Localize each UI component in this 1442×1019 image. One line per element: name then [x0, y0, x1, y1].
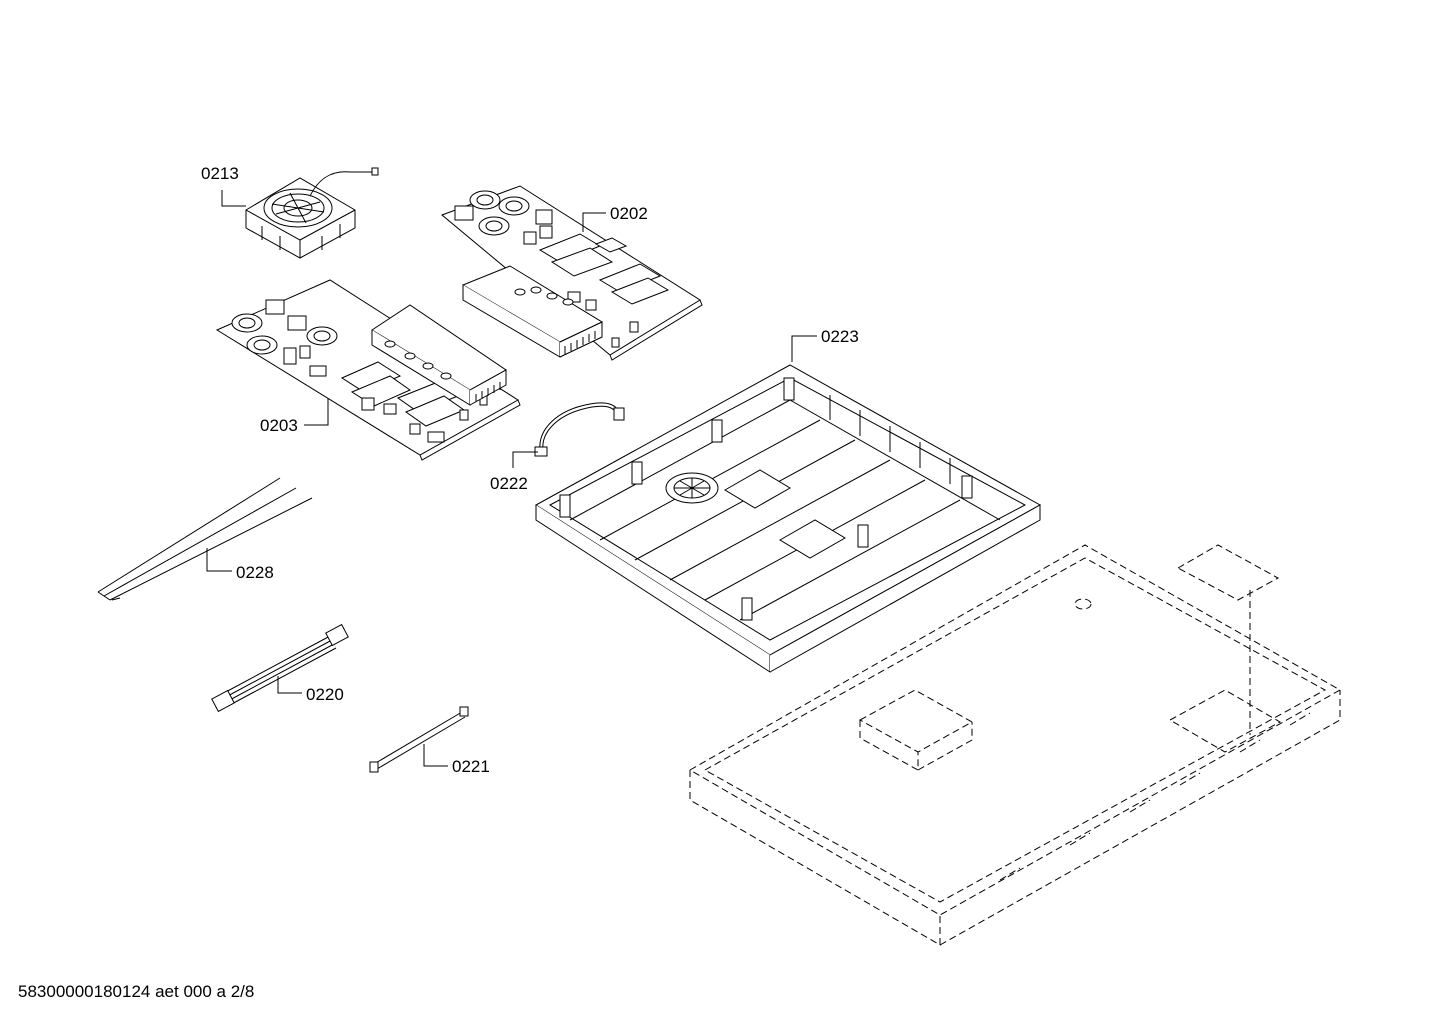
callout-0223: 0223	[821, 327, 859, 346]
callout-0202: 0202	[610, 204, 648, 223]
callout-0222: 0222	[490, 474, 528, 493]
document-id: 58300000180124 aet 000 a 2/8	[18, 982, 255, 1001]
callout-0213: 0213	[201, 164, 239, 183]
part-0221-strap	[369, 706, 469, 773]
bottom-tray-dashed	[688, 544, 1342, 946]
callout-0220: 0220	[306, 685, 344, 704]
part-0220-ribbon-cable	[211, 623, 349, 713]
part-0202-pcb-upper	[441, 185, 703, 361]
callout-0228: 0228	[236, 563, 274, 582]
leader-lines	[206, 190, 817, 767]
part-0213-fan	[245, 167, 379, 259]
part-0228-wires	[97, 477, 313, 601]
callout-0221: 0221	[452, 757, 490, 776]
callout-0203: 0203	[260, 416, 298, 435]
part-0222-cable	[534, 402, 625, 457]
part-0223-housing	[535, 364, 1042, 673]
part-0203-pcb-lower	[215, 279, 521, 461]
